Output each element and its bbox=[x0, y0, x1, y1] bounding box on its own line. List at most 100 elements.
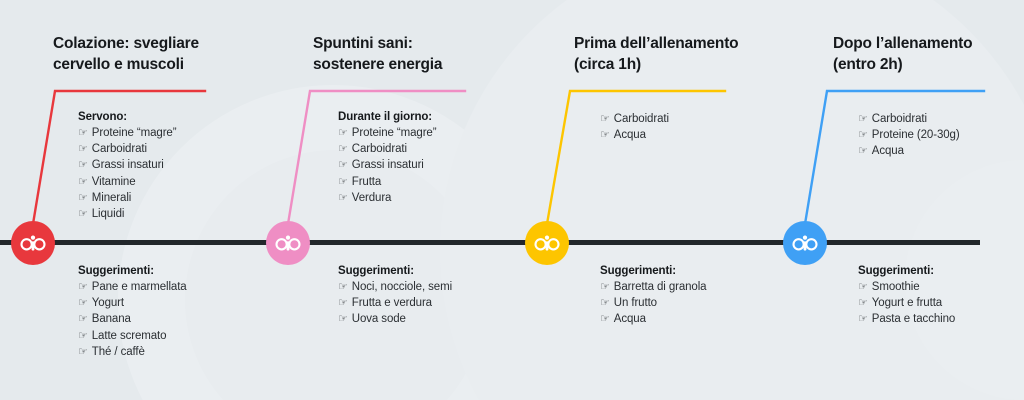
list-item-label: Pasta e tacchino bbox=[871, 313, 956, 326]
list-item-label: Noci, nocciole, semi bbox=[351, 281, 453, 293]
stage-upper-list: Servono: ☞Proteine “magre”☞Carboidrati☞G… bbox=[78, 111, 177, 222]
requirements-list: ☞Proteine “magre”☞Carboidrati☞Grassi ins… bbox=[78, 125, 177, 222]
list-item-label: Carboidrati bbox=[351, 143, 407, 156]
list-item: ☞Latte scremato bbox=[78, 328, 187, 344]
pointing-hand-icon: ☞ bbox=[78, 191, 88, 204]
list-item: ☞Carboidrati bbox=[600, 111, 669, 127]
pointing-hand-icon: ☞ bbox=[858, 145, 868, 158]
pointing-hand-icon: ☞ bbox=[78, 297, 88, 310]
pointing-hand-icon: ☞ bbox=[78, 345, 88, 358]
pointing-hand-icon: ☞ bbox=[338, 175, 348, 188]
list-item: ☞Proteine “magre” bbox=[338, 125, 437, 141]
stage-upper-list: ☞Carboidrati ☞Acqua bbox=[600, 111, 669, 143]
list-item: ☞Proteine (20-30g) bbox=[858, 127, 960, 143]
pointing-hand-icon: ☞ bbox=[338, 281, 348, 293]
list-item-label: Carboidrati bbox=[613, 113, 669, 125]
list-item-label: Grassi insaturi bbox=[91, 159, 164, 172]
pointing-hand-icon: ☞ bbox=[78, 281, 88, 293]
list-item: ☞Barretta di granola bbox=[600, 279, 707, 295]
pointing-hand-icon: ☞ bbox=[858, 313, 868, 326]
list-item-label: Yogurt bbox=[91, 297, 124, 310]
list-item: ☞Uova sode bbox=[338, 311, 452, 327]
pointing-hand-icon: ☞ bbox=[600, 297, 610, 310]
pointing-hand-icon: ☞ bbox=[858, 297, 868, 310]
list-item: ☞Un frutto bbox=[600, 295, 706, 311]
pointing-hand-icon: ☞ bbox=[600, 129, 610, 142]
stage-lower-list: Suggerimenti: ☞Barretta di granola☞Un fr… bbox=[600, 265, 707, 328]
list-item: ☞Verdura bbox=[338, 190, 436, 206]
list-heading: Suggerimenti: bbox=[78, 265, 155, 277]
timeline-node-spuntini[interactable] bbox=[266, 221, 310, 265]
suggestions-list: ☞Smoothie☞Yogurt e frutta☞Pasta e tacchi… bbox=[858, 279, 955, 328]
list-item: ☞Yogurt e frutta bbox=[858, 295, 955, 311]
list-item: ☞Frutta e verdura bbox=[338, 295, 452, 311]
pointing-hand-icon: ☞ bbox=[858, 281, 868, 293]
list-item-label: Proteine (20-30g) bbox=[871, 129, 960, 142]
list-item: ☞Carboidrati bbox=[858, 111, 960, 127]
list-item-label: Vitamine bbox=[91, 175, 136, 188]
pointing-hand-icon: ☞ bbox=[78, 313, 88, 326]
athlete-rings-logo-icon bbox=[20, 235, 46, 251]
timeline-node-dopo-allenamento[interactable] bbox=[783, 221, 827, 265]
list-item-label: Latte scremato bbox=[91, 329, 167, 342]
list-heading: Durante il giorno: bbox=[338, 111, 433, 123]
stage-lower-list: Suggerimenti: ☞Pane e marmellata☞Yogurt☞… bbox=[78, 265, 187, 360]
suggestions-list: ☞Noci, nocciole, semi☞Frutta e verdura☞U… bbox=[338, 279, 452, 328]
timeline-node-colazione[interactable] bbox=[11, 221, 55, 265]
pointing-hand-icon: ☞ bbox=[338, 191, 348, 204]
list-item-label: Pane e marmellata bbox=[91, 281, 187, 293]
list-item-label: Smoothie bbox=[871, 281, 920, 293]
list-item-label: Uova sode bbox=[351, 313, 406, 326]
suggestions-list: ☞Pane e marmellata☞Yogurt☞Banana☞Latte s… bbox=[78, 279, 187, 360]
list-item-label: Carboidrati bbox=[871, 113, 927, 125]
list-heading: Suggerimenti: bbox=[858, 265, 935, 277]
list-item-label: Banana bbox=[91, 313, 131, 326]
list-item: ☞Liquidi bbox=[78, 206, 176, 222]
pointing-hand-icon: ☞ bbox=[338, 143, 348, 156]
list-item-label: Verdura bbox=[351, 191, 392, 204]
list-item: ☞Proteine “magre” bbox=[78, 125, 177, 141]
list-item: ☞Minerali bbox=[78, 190, 176, 206]
requirements-list: ☞Carboidrati ☞Acqua bbox=[600, 111, 669, 143]
pointing-hand-icon: ☞ bbox=[338, 159, 348, 172]
pointing-hand-icon: ☞ bbox=[78, 127, 88, 139]
list-item-label: Liquidi bbox=[91, 208, 125, 221]
list-item-label: Barretta di granola bbox=[613, 281, 707, 293]
timeline-axis bbox=[0, 240, 980, 245]
stage-title: Spuntini sani: sostenere energia bbox=[313, 35, 443, 73]
list-item: ☞Carboidrati bbox=[78, 141, 176, 157]
list-item-label: Grassi insaturi bbox=[351, 159, 424, 172]
stage-upper-list: Durante il giorno: ☞Proteine “magre”☞Car… bbox=[338, 111, 437, 206]
list-heading: Suggerimenti: bbox=[338, 265, 415, 277]
requirements-list: ☞Carboidrati☞Proteine (20-30g)☞Acqua bbox=[858, 111, 960, 160]
list-item: ☞Acqua bbox=[600, 311, 706, 327]
list-item: ☞Vitamine bbox=[78, 174, 176, 190]
list-item: ☞Pasta e tacchino bbox=[858, 311, 955, 327]
list-item-label: Thé / caffè bbox=[91, 345, 145, 358]
suggestions-list: ☞Barretta di granola☞Un frutto☞Acqua bbox=[600, 279, 707, 328]
list-heading: Servono: bbox=[78, 111, 128, 123]
pointing-hand-icon: ☞ bbox=[78, 175, 88, 188]
stage-lower-list: Suggerimenti: ☞Smoothie☞Yogurt e frutta☞… bbox=[858, 265, 955, 328]
list-item: ☞Grassi insaturi bbox=[78, 157, 176, 173]
list-item-label: Acqua bbox=[613, 129, 646, 142]
list-item: ☞Carboidrati bbox=[338, 141, 436, 157]
timeline-node-prima-allenamento[interactable] bbox=[525, 221, 569, 265]
pointing-hand-icon: ☞ bbox=[338, 313, 348, 326]
pointing-hand-icon: ☞ bbox=[78, 143, 88, 156]
stage-upper-list: ☞Carboidrati☞Proteine (20-30g)☞Acqua bbox=[858, 111, 960, 160]
pointing-hand-icon: ☞ bbox=[338, 127, 348, 139]
stage-lower-list: Suggerimenti: ☞Noci, nocciole, semi☞Frut… bbox=[338, 265, 452, 328]
list-item: ☞Yogurt bbox=[78, 295, 187, 311]
pointing-hand-icon: ☞ bbox=[600, 281, 610, 293]
list-item: ☞Smoothie bbox=[858, 279, 955, 295]
pointing-hand-icon: ☞ bbox=[338, 297, 348, 310]
pointing-hand-icon: ☞ bbox=[78, 329, 88, 342]
list-item-label: Proteine “magre” bbox=[351, 127, 437, 139]
pointing-hand-icon: ☞ bbox=[858, 129, 868, 142]
athlete-rings-logo-icon bbox=[792, 235, 818, 251]
requirements-list: ☞Proteine “magre”☞Carboidrati☞Grassi ins… bbox=[338, 125, 437, 206]
athlete-rings-logo-icon bbox=[275, 235, 301, 251]
pointing-hand-icon: ☞ bbox=[78, 208, 88, 221]
